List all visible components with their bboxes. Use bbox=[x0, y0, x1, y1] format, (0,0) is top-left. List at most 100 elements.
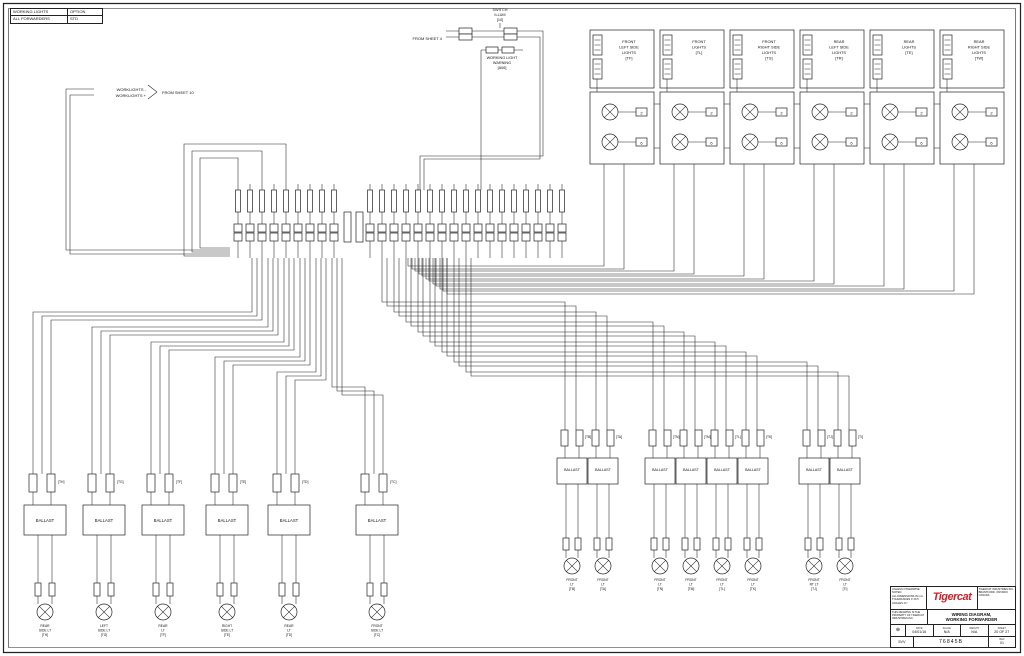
wire bbox=[37, 596, 53, 604]
connector-icon bbox=[107, 582, 115, 597]
ballast-box bbox=[23, 504, 67, 536]
assembly-label: [TR] bbox=[835, 56, 842, 61]
connector-icon bbox=[710, 429, 719, 447]
wire-label-icon bbox=[501, 46, 515, 54]
connector-icon bbox=[693, 537, 701, 551]
lamp-label: SIDE LT bbox=[39, 629, 51, 633]
lamp-label: FRONT bbox=[716, 578, 727, 582]
wire-label-icon bbox=[427, 189, 433, 213]
ballast-label: BALLAST bbox=[280, 518, 299, 523]
lamp-cross-icon bbox=[604, 136, 616, 148]
assembly-label: LIGHTS bbox=[762, 50, 776, 55]
ballast-label: BALLAST bbox=[595, 468, 612, 472]
connector-icon bbox=[473, 223, 483, 233]
connector-code: [TF] bbox=[176, 480, 182, 484]
wire bbox=[369, 535, 385, 583]
pin-number: 2 bbox=[850, 111, 853, 116]
brace-icon bbox=[147, 84, 158, 100]
fan-wire bbox=[434, 258, 727, 430]
connector-icon bbox=[210, 473, 220, 493]
wire bbox=[652, 446, 668, 458]
ballast-label: BALLAST bbox=[154, 518, 173, 523]
assembly-label: LIGHTS bbox=[972, 50, 986, 55]
wire bbox=[653, 550, 667, 558]
ballast-label: BALLAST bbox=[95, 518, 114, 523]
option-table-row: WORKING LIGHTS OPTION bbox=[11, 9, 102, 16]
pin-number: 2 bbox=[710, 111, 713, 116]
assembly-label: LIGHTS bbox=[902, 45, 916, 50]
bus-wire bbox=[407, 164, 605, 267]
connector-icon bbox=[605, 537, 613, 551]
connector-icon bbox=[461, 223, 471, 233]
wire-label-icon bbox=[523, 189, 529, 213]
wire-label-icon bbox=[503, 27, 518, 35]
wire bbox=[838, 550, 852, 558]
lamp-housing-box bbox=[589, 91, 655, 165]
wire bbox=[683, 446, 699, 458]
connector-icon bbox=[574, 537, 582, 551]
note-line: PROPERTY OF TIGERCAT bbox=[892, 614, 925, 618]
connector-icon bbox=[449, 223, 459, 233]
lamp-label: FRONT bbox=[808, 578, 819, 582]
wire bbox=[565, 484, 579, 538]
connector-icon bbox=[437, 223, 447, 233]
pin-box bbox=[705, 107, 718, 117]
pin-number: 6 bbox=[990, 141, 993, 146]
connector-icon bbox=[216, 582, 224, 597]
lamp-label: [TH] bbox=[42, 633, 48, 637]
connector-icon bbox=[473, 232, 483, 242]
cage-code: 5VV bbox=[891, 637, 914, 647]
connector-icon bbox=[593, 537, 601, 551]
lamp-label: LT bbox=[689, 583, 693, 587]
connector-icon bbox=[389, 232, 399, 242]
fan-wire bbox=[465, 258, 839, 430]
connector-icon bbox=[377, 232, 387, 242]
connector-icon bbox=[461, 232, 471, 242]
wire-label-icon bbox=[485, 46, 499, 54]
wire-label-icon bbox=[415, 189, 421, 213]
fan-wire bbox=[214, 258, 301, 474]
lamp-label: REAR bbox=[40, 624, 50, 628]
lamp-cross-icon bbox=[221, 606, 233, 618]
switch-wire bbox=[423, 36, 541, 190]
wire bbox=[91, 492, 111, 505]
lamp-cross-icon bbox=[98, 606, 110, 618]
lamp-label: LT bbox=[843, 583, 847, 587]
bus-wire bbox=[411, 164, 625, 270]
connector-icon bbox=[413, 232, 423, 242]
wire-label-icon bbox=[503, 33, 518, 41]
wire bbox=[807, 484, 821, 538]
lamp-cross-icon bbox=[157, 606, 169, 618]
ballast-box bbox=[267, 504, 311, 536]
wire bbox=[595, 446, 611, 458]
wire bbox=[564, 446, 580, 458]
wire-label-icon bbox=[379, 189, 385, 213]
connector-icon bbox=[366, 582, 374, 597]
connector-icon bbox=[233, 232, 243, 242]
lamp-cross-icon bbox=[654, 560, 666, 572]
title-block-row-number: 5VV 76845B REV 01 bbox=[891, 637, 1015, 647]
lamp-cross-icon bbox=[685, 560, 697, 572]
fan-wire bbox=[453, 258, 808, 430]
wire-label-icon bbox=[458, 33, 473, 41]
ballast-label: BALLAST bbox=[36, 518, 55, 523]
ballast-label: BALLAST bbox=[218, 518, 237, 523]
connector-icon bbox=[360, 473, 370, 493]
connector-icon bbox=[591, 429, 600, 447]
assembly-label: LIGHTS bbox=[622, 50, 636, 55]
lamp-label: FRONT bbox=[371, 624, 382, 628]
worklights-plus-label: WORKLIGHTS + bbox=[116, 93, 147, 98]
connector-pins bbox=[664, 39, 671, 51]
assembly-label: [TS] bbox=[765, 56, 772, 61]
lamp-label: LT bbox=[751, 583, 755, 587]
connector-code: [TL] bbox=[735, 435, 741, 439]
lamp-cross-icon bbox=[39, 606, 51, 618]
lamp-label: [TI] bbox=[843, 587, 848, 591]
fan-wire bbox=[331, 258, 366, 474]
connector-icon bbox=[245, 232, 255, 242]
connector-icon bbox=[228, 473, 238, 493]
connector-icon bbox=[847, 537, 855, 551]
fan-wire bbox=[386, 258, 577, 430]
lamp-housing-box bbox=[799, 91, 865, 165]
